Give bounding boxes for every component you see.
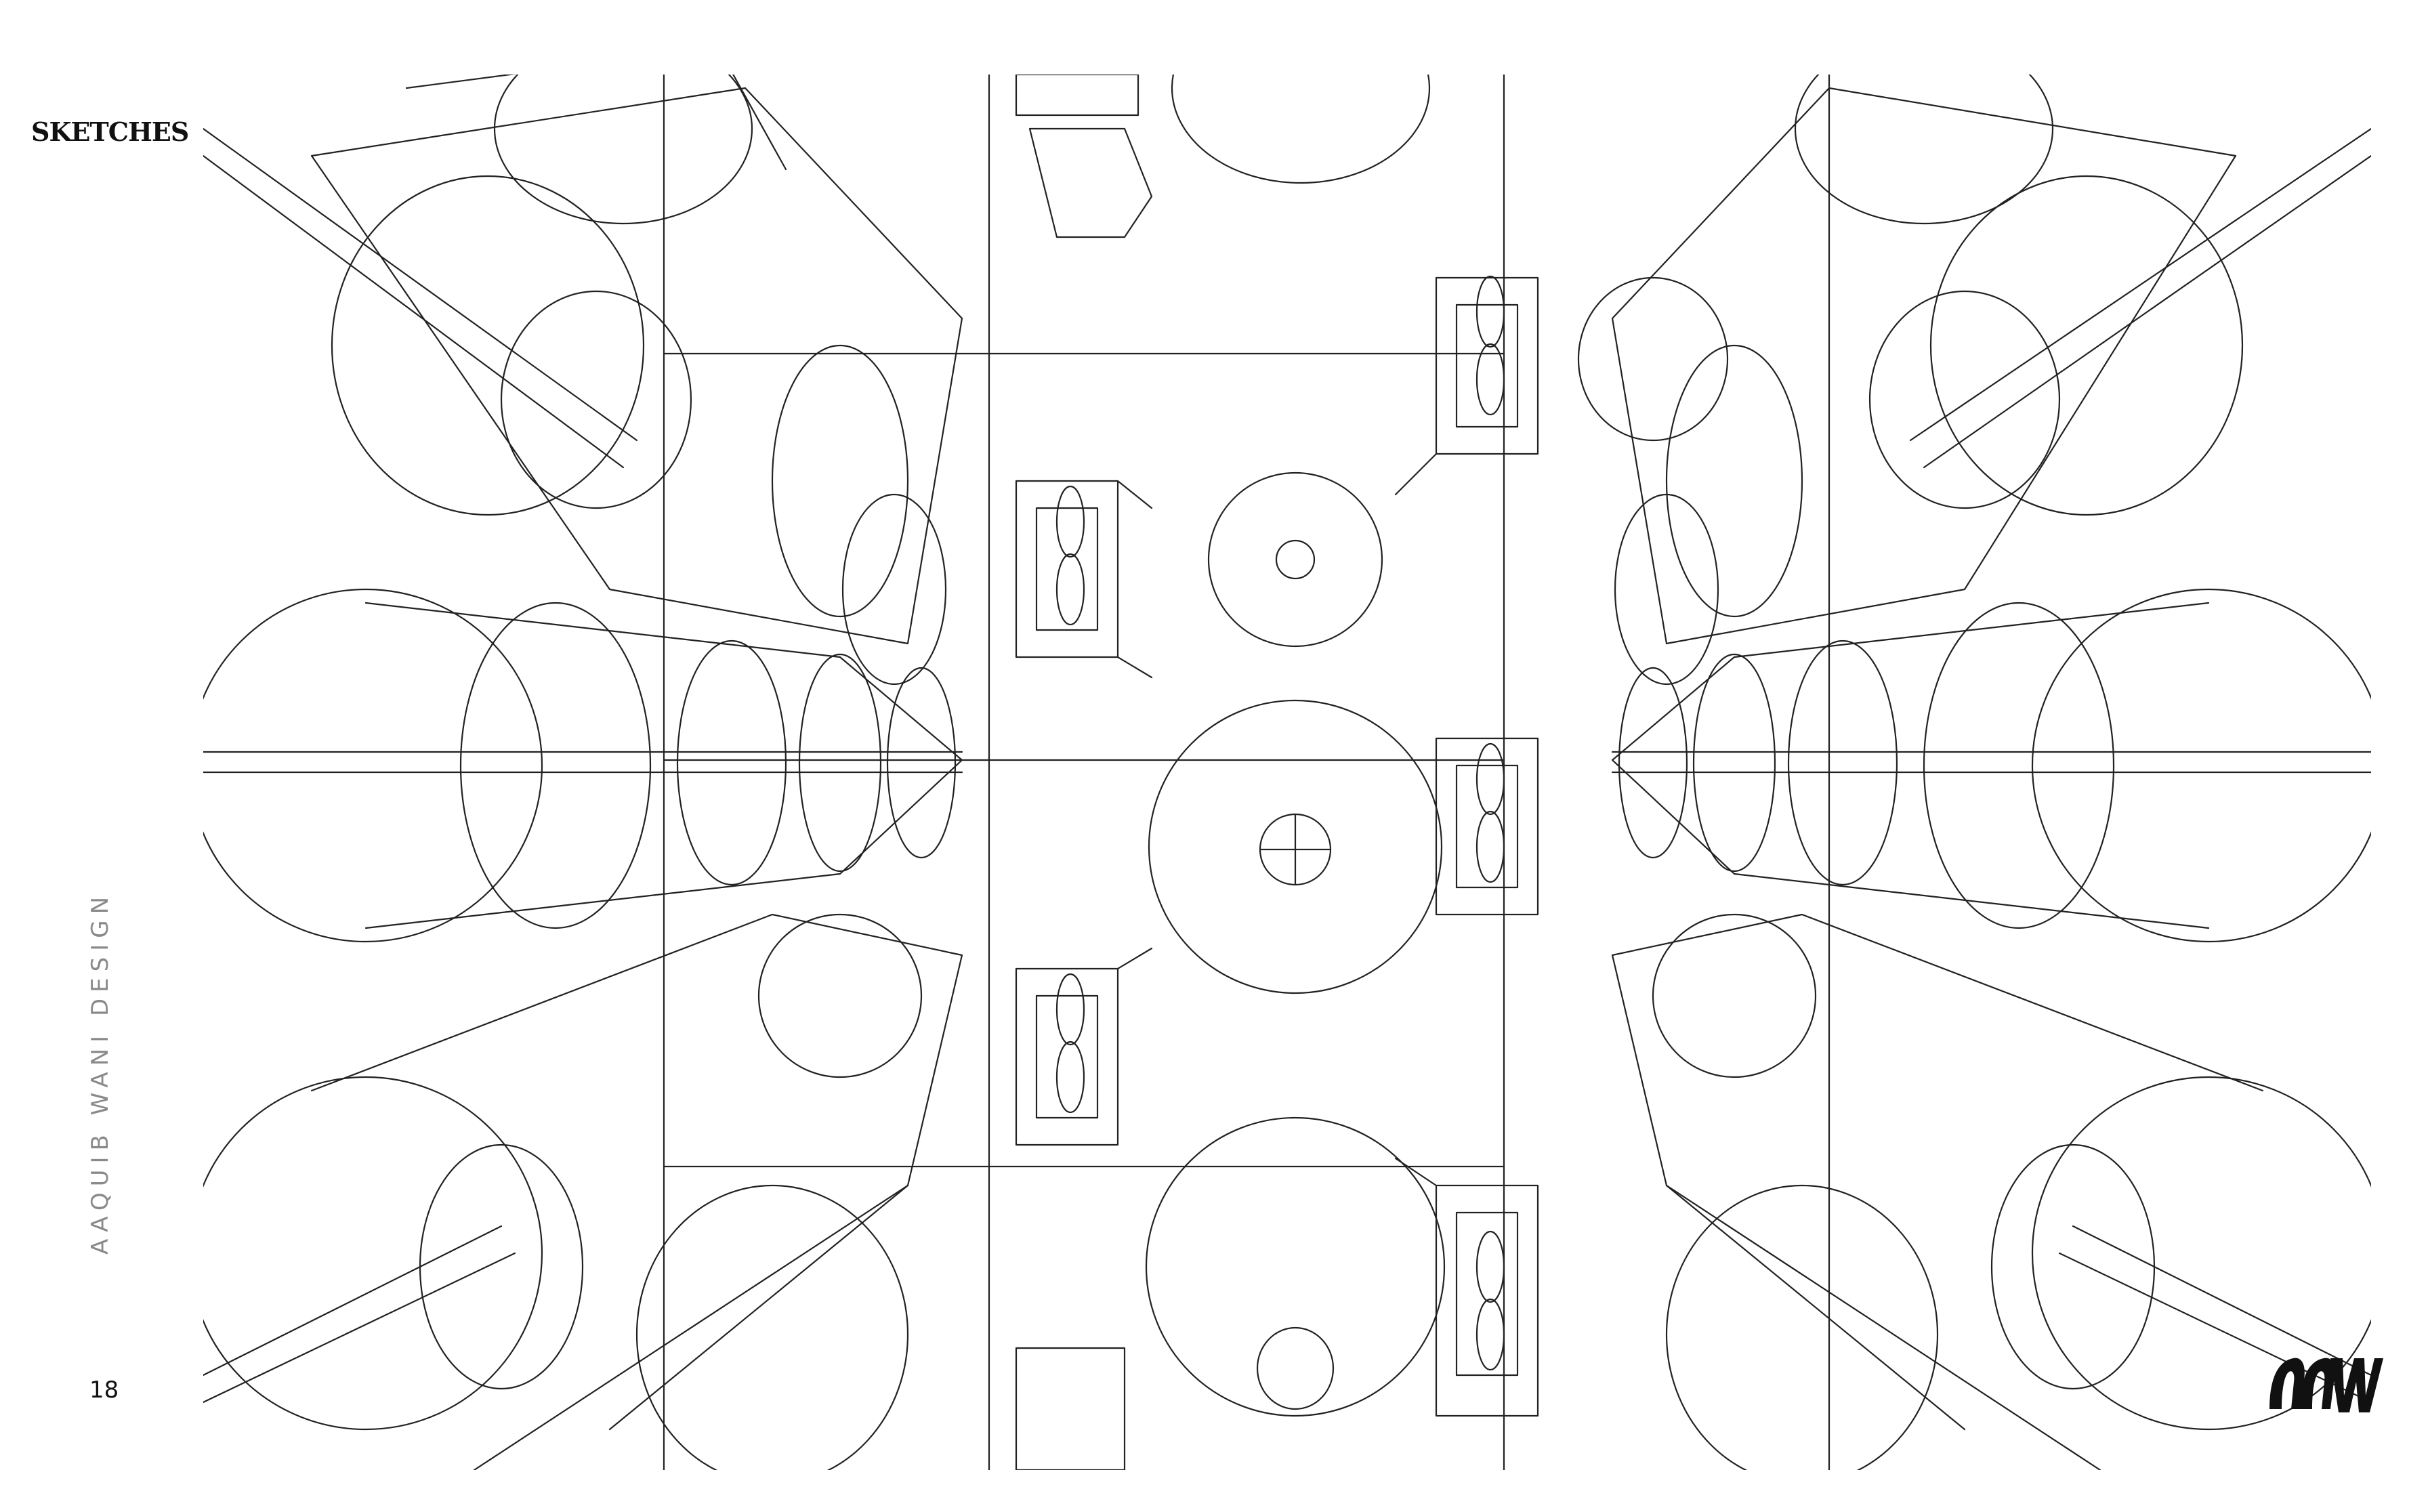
section-title: SKETCHES <box>31 117 189 147</box>
designer-credit: AAQUIB WANI DESIGN <box>87 890 114 1255</box>
aw-monogram-logo <box>2269 1358 2383 1412</box>
page-number: 18 <box>89 1377 119 1404</box>
perspective-sketch <box>203 75 2371 1470</box>
